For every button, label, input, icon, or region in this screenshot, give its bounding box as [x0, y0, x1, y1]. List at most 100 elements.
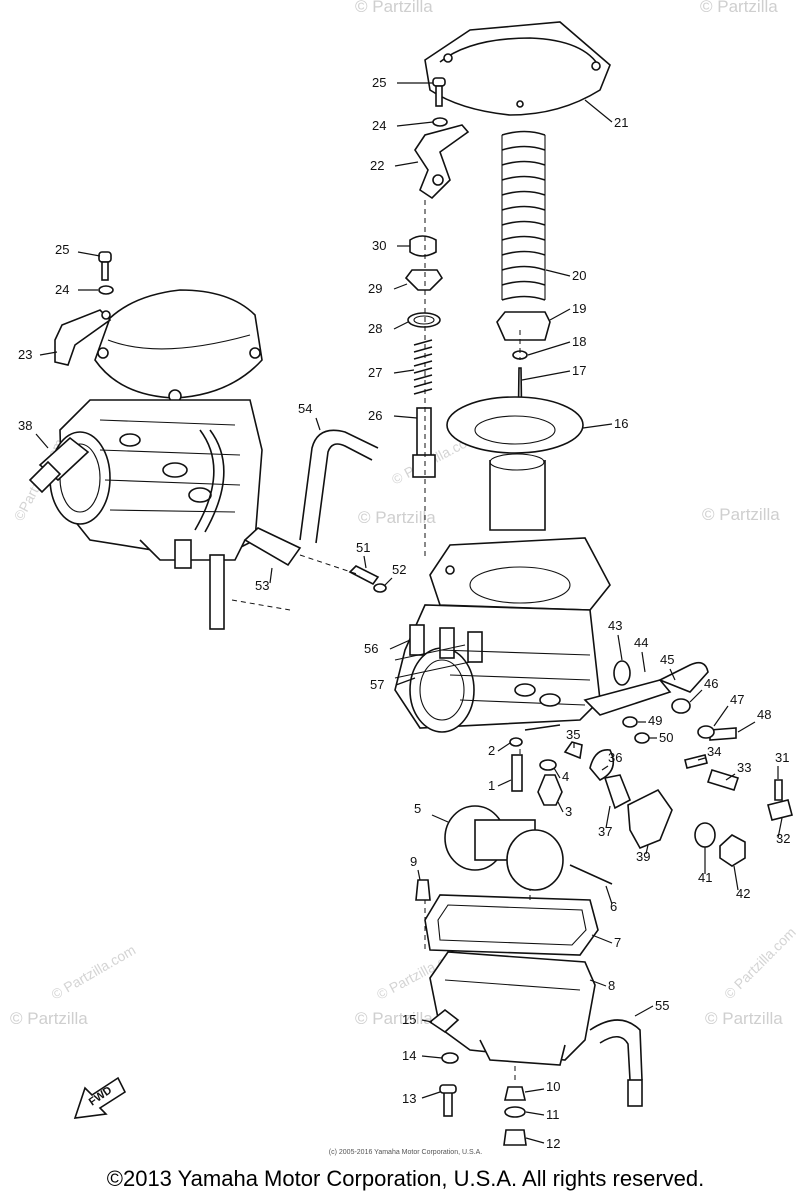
part-number-18: 18	[572, 334, 586, 349]
leader-line-47	[713, 705, 729, 727]
leader-line-4	[553, 767, 561, 779]
part-52-washer	[373, 583, 387, 593]
small-copyright: (c) 2005-2016 Yamaha Motor Corporation, …	[328, 1149, 483, 1156]
part-number-35: 35	[566, 727, 580, 742]
part-number-53: 53	[255, 578, 269, 593]
leader-line-44	[641, 651, 646, 673]
leader-line-37	[605, 805, 611, 829]
part-number-55: 55	[655, 998, 669, 1013]
part-53-tube	[243, 527, 302, 567]
leader-line-28	[393, 321, 409, 330]
part-43-collar	[613, 660, 631, 686]
part-6-pin	[569, 864, 613, 885]
part-11-washer	[504, 1106, 526, 1118]
part-number-11: 11	[546, 1107, 560, 1122]
watermark-diagonal-right: © Partzilla.com	[721, 924, 799, 1002]
part-number-27: 27	[368, 365, 382, 380]
part-9-valve	[415, 879, 431, 901]
part-46-washer	[671, 698, 691, 714]
leader-line-16	[582, 423, 613, 429]
part-number-51: 51	[356, 540, 370, 555]
part-number-15: 15	[402, 1012, 416, 1027]
leader-line-27	[393, 369, 415, 374]
leader-line-10	[524, 1088, 545, 1093]
part-39-lever	[627, 788, 673, 850]
leader-line-32	[777, 817, 783, 839]
part-2-washer	[509, 737, 523, 747]
part-number-50: 50	[659, 730, 673, 745]
leader-line-13	[421, 1091, 441, 1099]
part-number-26: 26	[368, 408, 382, 423]
leader-line-21	[584, 99, 613, 123]
part-number-9: 9	[410, 854, 417, 869]
leader-line-38	[35, 433, 49, 449]
part-number-17: 17	[572, 363, 586, 378]
part-number-12: 12	[546, 1136, 560, 1151]
assembled-carburetor-left	[28, 251, 263, 630]
leader-line-11	[525, 1111, 545, 1116]
part-number-28: 28	[368, 321, 382, 336]
leader-line-1	[497, 779, 512, 787]
part-36-spring	[589, 749, 615, 781]
leader-line-39	[645, 844, 649, 855]
watermark-mid: © Partzilla	[358, 508, 436, 527]
leader-line-20	[545, 269, 571, 277]
fwd-arrow: FWD	[73, 1076, 127, 1119]
part-30-cap	[409, 235, 437, 257]
part-22-bracket	[414, 124, 470, 200]
part-number-20: 20	[572, 268, 586, 283]
part-14-washer	[441, 1052, 459, 1064]
leader-line-42	[733, 865, 739, 891]
part-15-clip	[428, 1008, 460, 1034]
watermark-diagonal-left: © Partzilla.com	[49, 942, 139, 1003]
part-number-46: 46	[704, 676, 718, 691]
leader-line-15	[421, 1019, 433, 1023]
leader-line-53	[269, 567, 273, 584]
leader-line-36	[601, 765, 609, 771]
part-21-top-cap	[424, 21, 611, 116]
part-35-screw	[563, 741, 583, 760]
part-number-54: 54	[298, 401, 312, 416]
part-4-plug	[539, 759, 557, 771]
leader-line-55	[634, 1005, 654, 1017]
leader-line-48	[737, 721, 756, 733]
watermark-mid-right: © Partzilla	[702, 505, 780, 524]
part-13-screw	[439, 1084, 457, 1117]
part-number-30: 30	[372, 238, 386, 253]
part-number-8: 8	[608, 978, 615, 993]
part-number-25: 25	[372, 75, 386, 90]
part-number-left_24: 24	[55, 282, 69, 297]
part-number-57: 57	[370, 677, 384, 692]
part-54-hose	[299, 429, 379, 541]
part-number-48: 48	[757, 707, 771, 722]
part-47-collar	[697, 725, 715, 739]
leader-line-51	[363, 555, 367, 569]
part-20-spring	[501, 130, 546, 301]
part-31-screw	[774, 779, 783, 801]
part-number-24: 24	[372, 118, 386, 133]
watermark-top: © Partzilla	[355, 0, 433, 16]
leader-line-43	[617, 634, 623, 661]
part-number-49: 49	[648, 713, 662, 728]
part-number-41: 41	[698, 870, 712, 885]
part-32-spring	[767, 799, 793, 821]
part-49-washer	[622, 716, 638, 728]
part-28-oring	[407, 312, 441, 328]
part-number-42: 42	[736, 886, 750, 901]
part-labels: 1234567891011121314151617181920212223242…	[18, 75, 790, 1151]
part-25-screw	[432, 77, 446, 107]
leader-line-52	[383, 577, 393, 587]
leader-line-14	[421, 1055, 443, 1059]
part-number-7: 7	[614, 935, 621, 950]
leader-line-left_25	[77, 251, 101, 257]
part-number-4: 4	[562, 769, 569, 784]
leader-line-45	[669, 668, 676, 681]
leader-line-54	[315, 417, 321, 431]
leader-line-24	[396, 121, 434, 127]
part-1-jet	[511, 754, 523, 792]
leader-line-57	[395, 677, 416, 686]
part-number-44: 44	[634, 635, 648, 650]
leader-line-56	[389, 639, 411, 650]
part-number-22: 22	[370, 158, 384, 173]
